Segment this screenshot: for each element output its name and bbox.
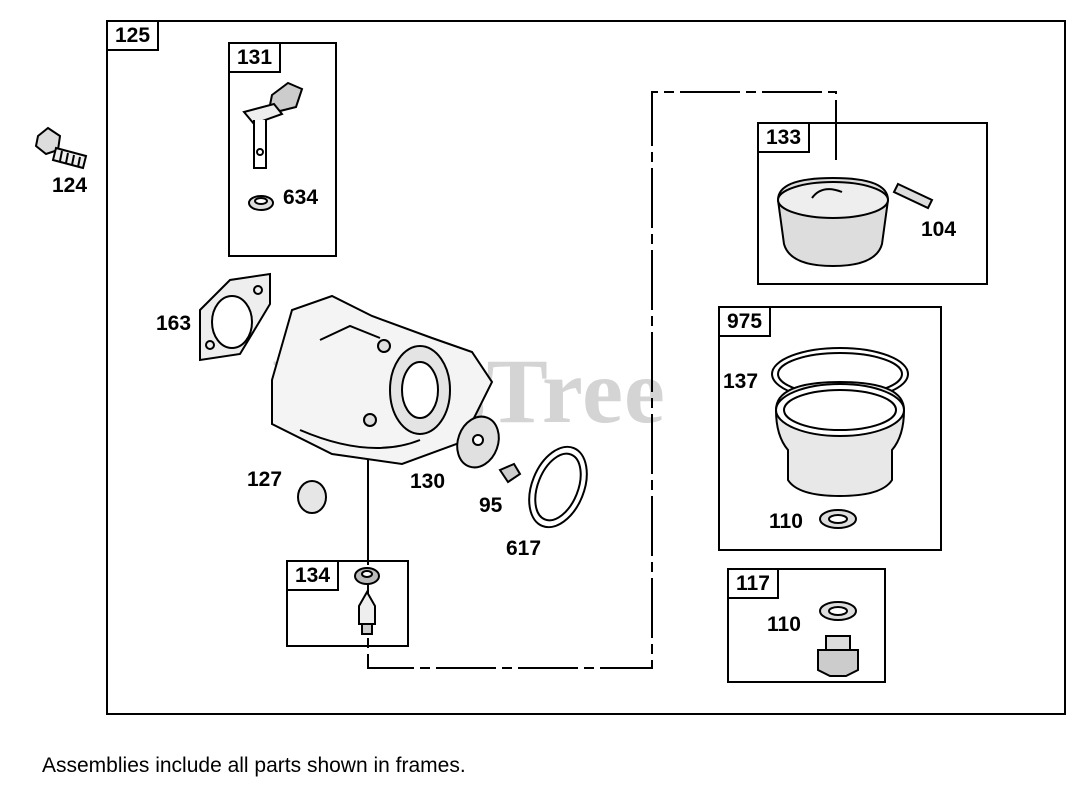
- frame-label-117: 117: [729, 570, 779, 599]
- callout-617: 617: [506, 537, 542, 560]
- needle-valve-134-icon: [354, 567, 380, 635]
- gasket-163-icon: [199, 272, 271, 362]
- frame-label-133: 133: [759, 124, 811, 153]
- assembly-frame-125: 125: [106, 20, 1066, 715]
- callout-124: 124: [52, 174, 88, 197]
- leader-line-133: [367, 91, 837, 669]
- throttle-shaft-131-icon: [242, 81, 304, 169]
- float-bowl-975-icon: [771, 347, 909, 498]
- bowl-nut-117-icon: [817, 635, 859, 677]
- callout-104: 104: [921, 218, 957, 241]
- frame-label-975: 975: [720, 308, 772, 337]
- callout-110-117: 110: [767, 613, 801, 636]
- screw-95-icon: [498, 462, 522, 484]
- callout-95: 95: [479, 494, 503, 517]
- callout-127: 127: [247, 468, 283, 491]
- frame-label-131: 131: [230, 44, 282, 73]
- assemblies-footnote: Assemblies include all parts shown in fr…: [42, 754, 466, 777]
- bolt-124-icon: [34, 126, 88, 170]
- frame-label-134: 134: [288, 562, 340, 591]
- pin-104-icon: [892, 182, 934, 210]
- callout-130: 130: [410, 470, 446, 493]
- callout-163: 163: [156, 312, 192, 335]
- assembly-frame-134: 134: [286, 560, 409, 647]
- float-133-icon: [776, 176, 890, 268]
- callout-110-bowl: 110: [769, 510, 803, 533]
- frame-label-125: 125: [108, 22, 160, 51]
- callout-137: 137: [723, 370, 759, 393]
- assembly-frame-975: 975: [718, 306, 942, 551]
- assembly-frame-117: 117: [727, 568, 886, 683]
- assembly-frame-131: 131: [228, 42, 337, 257]
- o-ring-617-icon: [528, 445, 588, 529]
- callout-634: 634: [283, 186, 319, 209]
- carburetor-body-icon: [271, 294, 494, 466]
- plug-127-icon: [297, 480, 327, 514]
- assembly-frame-133: 133: [757, 122, 988, 285]
